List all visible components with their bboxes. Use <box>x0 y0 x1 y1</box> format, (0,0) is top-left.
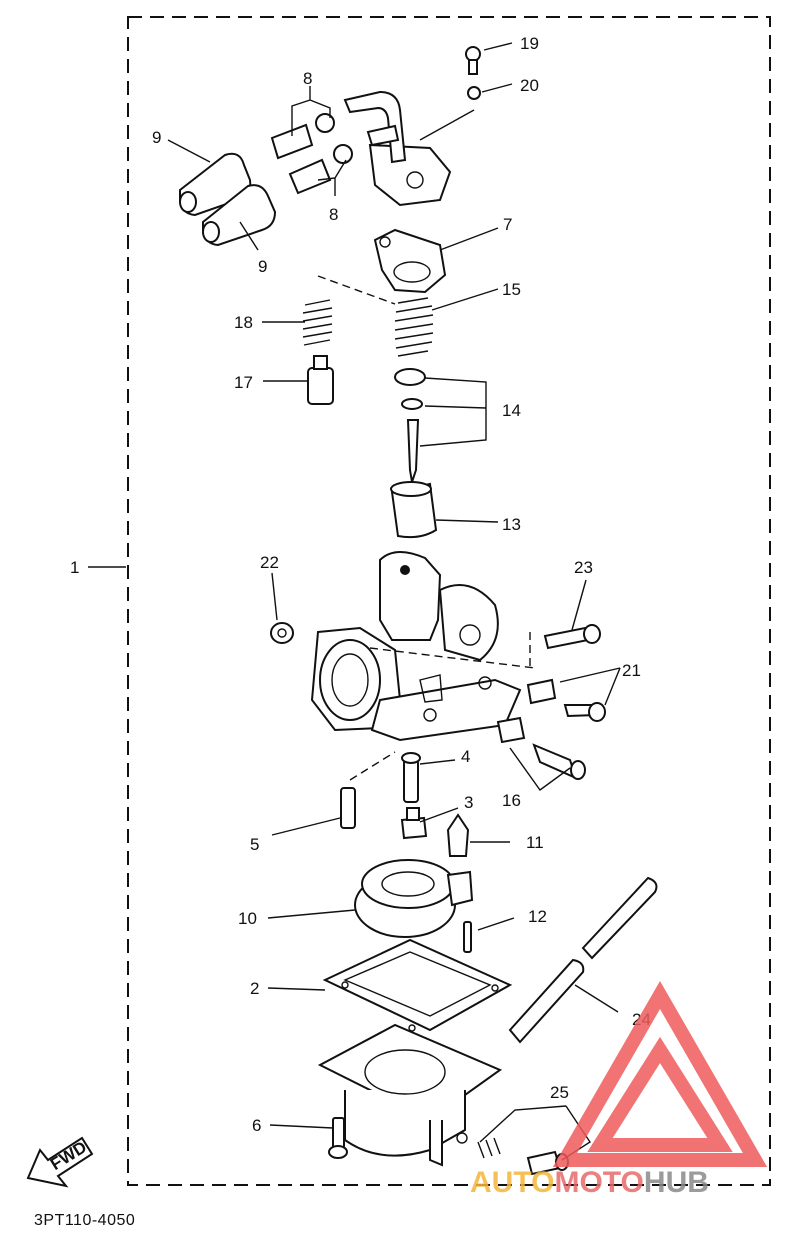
part-8-adjuster-bottom <box>288 144 353 195</box>
part-17-jet <box>307 355 334 405</box>
assembly-boundary <box>127 16 771 1186</box>
watermark-logo: AUTOMOTOHUB <box>470 980 768 1199</box>
callout-13: 13 <box>502 515 521 534</box>
callout-16: 16 <box>502 791 521 810</box>
part-18-spring <box>302 299 333 346</box>
part-6-screw <box>328 1117 348 1159</box>
part-22-nut <box>270 622 294 644</box>
part-16-screw-and-spring <box>496 716 586 780</box>
leader-lines <box>88 42 621 1161</box>
callout-18: 18 <box>234 313 253 332</box>
part-20-washer <box>467 86 481 100</box>
part-5-jet <box>340 787 356 829</box>
callout-12: 12 <box>528 907 547 926</box>
watermark-word-auto: AUTO <box>470 1166 554 1199</box>
part-9-cap-bottom <box>202 184 277 247</box>
watermark-word-moto: MOTO <box>554 1166 643 1199</box>
callout-25: 25 <box>550 1083 569 1102</box>
callout-10: 10 <box>238 909 257 928</box>
callout-21: 21 <box>622 661 641 680</box>
float-bowl <box>317 1023 503 1167</box>
callout-8b: 8 <box>329 205 338 224</box>
callout-labels: 1 2 3 4 5 6 7 8 8 9 9 10 11 12 13 14 15 … <box>70 34 651 1135</box>
callout-11: 11 <box>526 833 544 852</box>
part-21-pilot-screw <box>526 678 606 722</box>
part-2-gasket <box>322 938 513 1032</box>
callout-9a: 9 <box>152 128 161 147</box>
callout-9b: 9 <box>258 257 267 276</box>
part-24-tube <box>508 876 658 1044</box>
part-3-main-jet <box>400 807 428 840</box>
callout-5: 5 <box>250 835 259 854</box>
callout-2: 2 <box>250 979 259 998</box>
part-8-adjuster-top <box>270 113 335 160</box>
fwd-arrow-icon: FWD <box>26 1136 94 1188</box>
part-15-spring <box>394 297 434 357</box>
callout-22: 22 <box>260 553 279 572</box>
callout-14: 14 <box>502 401 521 420</box>
part-13-throttle-valve <box>390 481 438 539</box>
callout-17: 17 <box>234 373 253 392</box>
callout-6: 6 <box>252 1116 261 1135</box>
part-19-screw <box>465 46 481 75</box>
part-10-float <box>354 859 474 938</box>
throttle-elbow-cover <box>343 90 452 207</box>
callout-1: 1 <box>70 558 79 577</box>
callout-3: 3 <box>464 793 473 812</box>
part-14-clip-and-needle <box>394 368 426 483</box>
part-12-pin <box>463 921 472 953</box>
callout-8a: 8 <box>303 69 312 88</box>
part-7-plate <box>373 228 447 294</box>
callout-20: 20 <box>520 76 539 95</box>
part-4-needle-jet <box>401 752 421 803</box>
callout-23: 23 <box>574 558 593 577</box>
svg-text:AUTOMOTOHUB: AUTOMOTOHUB <box>470 1166 709 1199</box>
callout-19: 19 <box>520 34 539 53</box>
watermark-triangle <box>552 980 768 1167</box>
part-code-label: 3PT110-4050 <box>34 1212 136 1229</box>
callout-7: 7 <box>503 215 512 234</box>
carburetor-body <box>310 551 522 742</box>
callout-4: 4 <box>461 747 470 766</box>
part-11-float-needle <box>446 813 470 857</box>
callout-15: 15 <box>502 280 521 299</box>
watermark-word-hub: HUB <box>644 1166 709 1199</box>
part-23-screw <box>543 624 601 650</box>
